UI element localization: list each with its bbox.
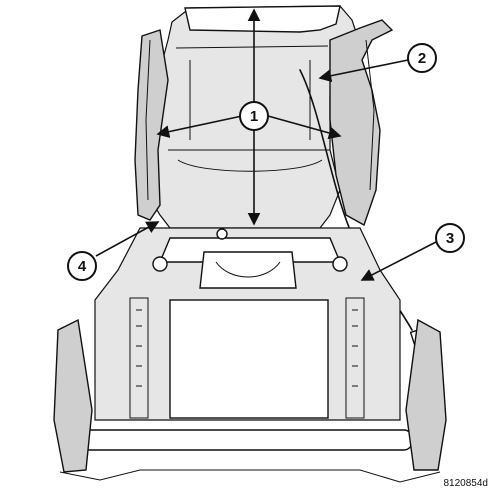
right-side-shield xyxy=(329,19,394,227)
callout-1: 1 xyxy=(239,101,269,131)
callout-4: 4 xyxy=(67,251,97,281)
left-side-panel xyxy=(134,29,169,221)
bolt-right-icon xyxy=(332,256,348,272)
bolt-left-icon xyxy=(152,256,168,272)
lower-crossbar xyxy=(53,318,447,483)
callout-4-label: 4 xyxy=(78,258,87,275)
callout-3: 3 xyxy=(435,223,465,253)
callout-2-label: 2 xyxy=(418,50,426,67)
callout-1-label: 1 xyxy=(250,108,258,125)
bolt-center-icon xyxy=(216,228,228,240)
callout-leaders xyxy=(95,8,437,281)
callout-3-label: 3 xyxy=(446,230,454,247)
callout-2: 2 xyxy=(407,43,437,73)
seat-pan xyxy=(129,297,365,419)
reference-number: 8120854d xyxy=(444,478,489,489)
seat-module xyxy=(169,299,329,419)
